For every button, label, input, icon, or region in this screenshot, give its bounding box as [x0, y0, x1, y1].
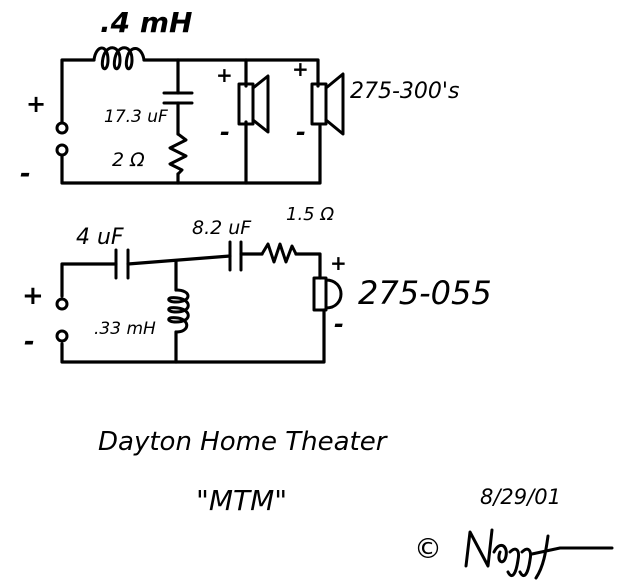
lower-circuit [55, 240, 343, 364]
upper-top-wire-left [60, 58, 96, 124]
lower-series-resistor [260, 242, 298, 264]
lower-shunt-inductor [167, 288, 190, 334]
upper-input-minus-label: - [20, 159, 31, 189]
lower-top-wire-mid [126, 254, 232, 266]
lower-bottom-wire [60, 308, 326, 364]
signature [464, 528, 614, 580]
upper-circuit [55, 46, 345, 185]
upper-bottom-wire [60, 124, 322, 185]
lower-series-capacitor-2 [228, 240, 243, 272]
copyright-mark: © [414, 532, 442, 565]
upper-driver-part-label: 275-300's [350, 79, 459, 104]
lower-driver-minus-label: - [334, 310, 344, 338]
project-title: Dayton Home Theater [98, 427, 389, 457]
lower-input-plus-label: + [22, 281, 44, 311]
upper-series-inductor-label: .4 mH [100, 6, 192, 39]
lower-driver-tweeter [312, 276, 343, 312]
lower-input-terminal-plus [55, 297, 69, 311]
project-date: 8/29/01 [480, 485, 561, 509]
lower-driver-plus-label: + [330, 251, 347, 275]
upper-shunt-resistor [168, 132, 188, 176]
lower-input-minus-label: - [24, 327, 35, 357]
lower-series-res-label: 1.5 Ω [286, 204, 334, 225]
upper-shunt-cap-label: 17.3 uF [104, 107, 168, 127]
lower-top-wire-right [294, 252, 322, 280]
upper-driver1-minus-label: - [220, 118, 230, 146]
upper-driver2-plus-label: + [292, 57, 309, 81]
project-model: "MTM" [196, 484, 287, 517]
lower-series-cap-label: 4 uF [76, 225, 124, 250]
upper-input-terminal-plus [55, 121, 69, 135]
lower-shunt-inductor-label: .33 mH [94, 319, 156, 339]
upper-driver-2 [310, 72, 345, 136]
lower-driver-part-label: 275-055 [358, 274, 492, 312]
upper-driver1-plus-label: + [216, 63, 233, 87]
upper-input-plus-label: + [26, 90, 46, 118]
upper-driver2-minus-label: - [296, 118, 306, 146]
upper-input-terminal-minus [55, 143, 69, 157]
upper-driver-1 [237, 74, 270, 134]
upper-series-inductor [92, 46, 146, 71]
upper-top-wire-right [142, 58, 320, 88]
lower-series-cap2-label: 8.2 uF [192, 217, 252, 239]
lower-top-wire-left [60, 262, 118, 298]
lower-series-capacitor [114, 248, 130, 280]
lower-input-terminal-minus [55, 329, 69, 343]
upper-shunt-res-label: 2 Ω [112, 149, 145, 171]
